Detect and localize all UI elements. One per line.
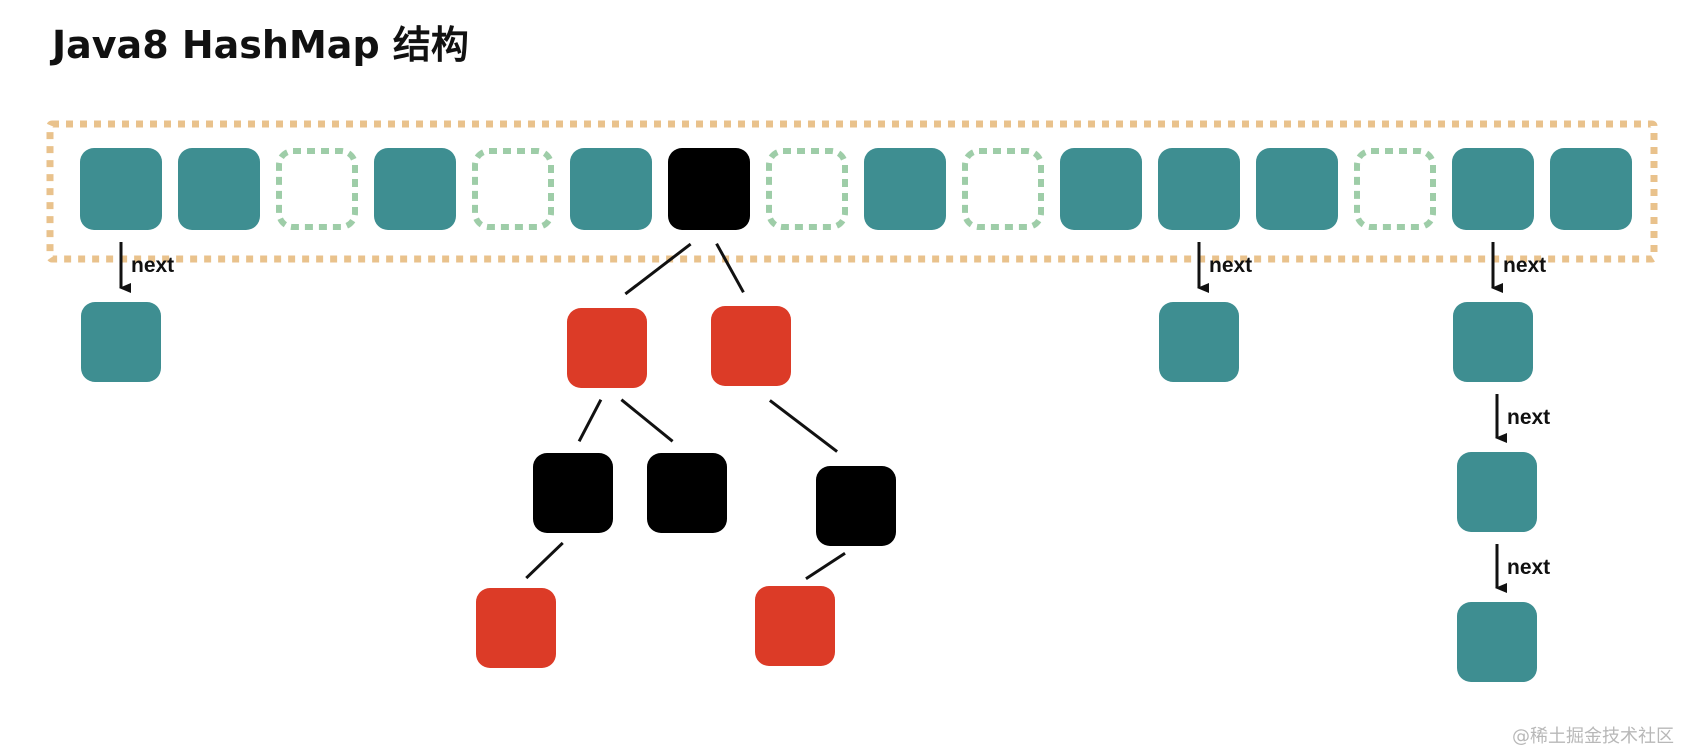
list-node: [1457, 452, 1537, 532]
filled-bucket: [1256, 148, 1338, 230]
tree-edge: [525, 541, 564, 580]
tree-edge: [624, 242, 692, 296]
tree-root-bucket: [668, 148, 750, 230]
empty-bucket: [276, 148, 358, 230]
tree-node-red: [711, 306, 791, 386]
list-node: [1457, 602, 1537, 682]
tree-node-red: [755, 586, 835, 666]
bucket-array: [80, 148, 1632, 230]
tree-node-black: [647, 453, 727, 533]
filled-bucket: [570, 148, 652, 230]
filled-bucket: [1158, 148, 1240, 230]
filled-bucket: [178, 148, 260, 230]
list-node: [81, 302, 161, 382]
chain-and-tree-nodes: [81, 302, 1537, 682]
filled-bucket: [1550, 148, 1632, 230]
bucket-array-outline: [46, 120, 1658, 263]
tree-edge: [805, 551, 846, 581]
tree-edge: [620, 398, 674, 443]
tree-edge: [577, 399, 603, 442]
filled-bucket: [1452, 148, 1534, 230]
empty-bucket: [1354, 148, 1436, 230]
tree-node-red: [567, 308, 647, 388]
tree-node-black: [816, 466, 896, 546]
empty-bucket: [766, 148, 848, 230]
next-links: next next next next next: [119, 242, 1550, 593]
filled-bucket: [80, 148, 162, 230]
empty-bucket: [962, 148, 1044, 230]
tree-edge: [768, 399, 839, 453]
tree-node-black: [533, 453, 613, 533]
tree-edge: [715, 242, 745, 294]
tree-node-red: [476, 588, 556, 668]
empty-bucket: [472, 148, 554, 230]
diagram-title: Java8 HashMap 结构: [52, 23, 469, 67]
next-label: next: [1507, 556, 1550, 579]
next-label: next: [131, 254, 174, 277]
filled-bucket: [1060, 148, 1142, 230]
list-node: [1453, 302, 1533, 382]
watermark: @稀土掘金技术社区: [1512, 726, 1674, 747]
filled-bucket: [374, 148, 456, 230]
filled-bucket: [864, 148, 946, 230]
list-node: [1159, 302, 1239, 382]
next-label: next: [1209, 254, 1252, 277]
tree-edges: [525, 242, 846, 581]
next-label: next: [1507, 406, 1550, 429]
next-label: next: [1503, 254, 1546, 277]
